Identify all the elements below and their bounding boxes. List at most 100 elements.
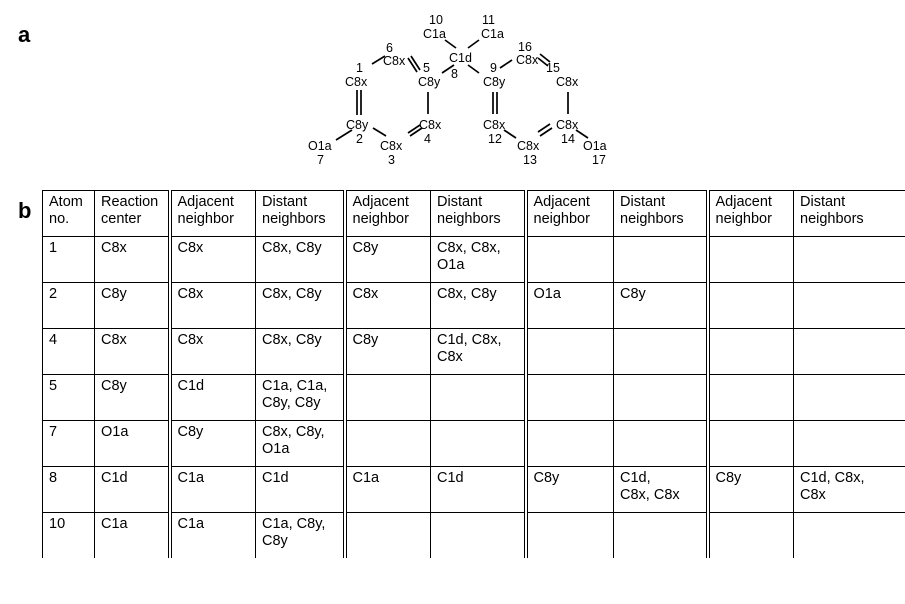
bond-1-6 <box>371 55 386 65</box>
cell-text: C1a <box>352 470 380 486</box>
atom-type: C8x <box>383 54 406 68</box>
atom-type: C8x <box>345 75 368 89</box>
cell-text: C8y <box>352 240 379 256</box>
atom-type: C1a <box>423 27 446 41</box>
cell-text: Distant <box>620 194 666 210</box>
table-cell <box>613 374 708 421</box>
cell-text: no. <box>49 211 70 227</box>
table-cell: 8 <box>42 466 95 513</box>
bond-5-8 <box>441 64 455 74</box>
table-cell: C8y <box>94 282 170 329</box>
table-cell: C8x, C8y <box>430 282 526 329</box>
cell-text: C8x, C8y <box>437 286 497 302</box>
table-cell <box>613 236 708 283</box>
table-cell <box>705 236 794 283</box>
table-cell: C8y <box>613 282 708 329</box>
table-cell <box>705 282 794 329</box>
atom-type: C8y <box>483 75 506 89</box>
atom-type: C8x <box>556 118 579 132</box>
cell-text: C1a, C8y, <box>262 516 326 532</box>
cell-text: C8y <box>352 332 379 348</box>
cell-text: C8y <box>262 533 288 549</box>
atom-number: 2 <box>356 132 363 146</box>
table-cell <box>342 420 431 467</box>
table-cell: C8y <box>342 328 431 375</box>
cell-text: O1a <box>262 441 290 457</box>
atom-number: 6 <box>386 41 393 55</box>
table-cell <box>793 282 905 329</box>
cell-text: C1d <box>177 378 205 394</box>
atom-type: C8x <box>483 118 506 132</box>
cell-text: C8x <box>177 240 204 256</box>
table-cell: 10 <box>42 512 95 558</box>
cell-text: O1a <box>101 424 129 440</box>
cell-text: C8x, C8y, <box>262 424 325 440</box>
atom-number: 12 <box>488 132 502 146</box>
atom-number: 10 <box>429 13 443 27</box>
table-cell <box>342 374 431 421</box>
cell-text: Adjacent <box>352 194 409 210</box>
table-cell: C8y <box>167 420 256 467</box>
cell-text: 7 <box>49 424 58 440</box>
table-cell: 4 <box>42 328 95 375</box>
cell-text: Reaction <box>101 194 159 210</box>
table-cell <box>523 512 614 558</box>
atom-type: O1a <box>583 139 607 153</box>
cell-text: Distant <box>800 194 846 210</box>
cell-text: 8 <box>49 470 58 486</box>
atom-number: 16 <box>518 40 532 54</box>
table-cell: C1d <box>167 374 256 421</box>
atom-number: 4 <box>424 132 431 146</box>
atom-number: 1 <box>356 61 363 75</box>
table-cell: C1d, C8x,C8x <box>430 328 526 375</box>
cell-text: C1a <box>177 516 205 532</box>
table-cell: C1a <box>167 512 256 558</box>
cell-text: 5 <box>49 378 58 394</box>
bond-8-10 <box>444 39 457 49</box>
atom-type: C8x <box>556 75 579 89</box>
table-cell: C8y <box>523 466 614 513</box>
table-cell: C1a <box>342 466 431 513</box>
table-cell <box>523 374 614 421</box>
bond-13-14 <box>539 127 553 137</box>
table-cell: 7 <box>42 420 95 467</box>
table-cell <box>793 236 905 283</box>
atom-type: O1a <box>308 139 332 153</box>
atom-number: 11 <box>482 13 495 27</box>
table-cell: C8x <box>342 282 431 329</box>
cell-text: Atom <box>49 194 83 210</box>
table-cell: C1a <box>94 512 170 558</box>
table-cell: 5 <box>42 374 95 421</box>
cell-text: neighbors <box>262 211 326 227</box>
bond-16-15 <box>537 57 549 67</box>
table-cell <box>793 420 905 467</box>
table-cell: C8y <box>342 236 431 283</box>
table-cell: C8x <box>167 328 256 375</box>
cell-text: C1d <box>437 470 464 486</box>
cell-text: 2 <box>49 286 58 302</box>
cell-text: C8x <box>437 349 463 365</box>
table-cell: C8x, C8y <box>255 328 345 375</box>
cell-text: C1a <box>177 470 205 486</box>
atom-number: 15 <box>546 61 560 75</box>
atom-number: 5 <box>423 61 430 75</box>
cell-text: C8y <box>101 378 127 394</box>
table-cell: C8x, C8y <box>255 282 345 329</box>
atom-type: C1d <box>449 51 472 65</box>
cell-text: C1a <box>101 516 128 532</box>
table-cell <box>793 328 905 375</box>
table-cell: C1a, C8y,C8y <box>255 512 345 558</box>
cell-text: C1d <box>101 470 128 486</box>
